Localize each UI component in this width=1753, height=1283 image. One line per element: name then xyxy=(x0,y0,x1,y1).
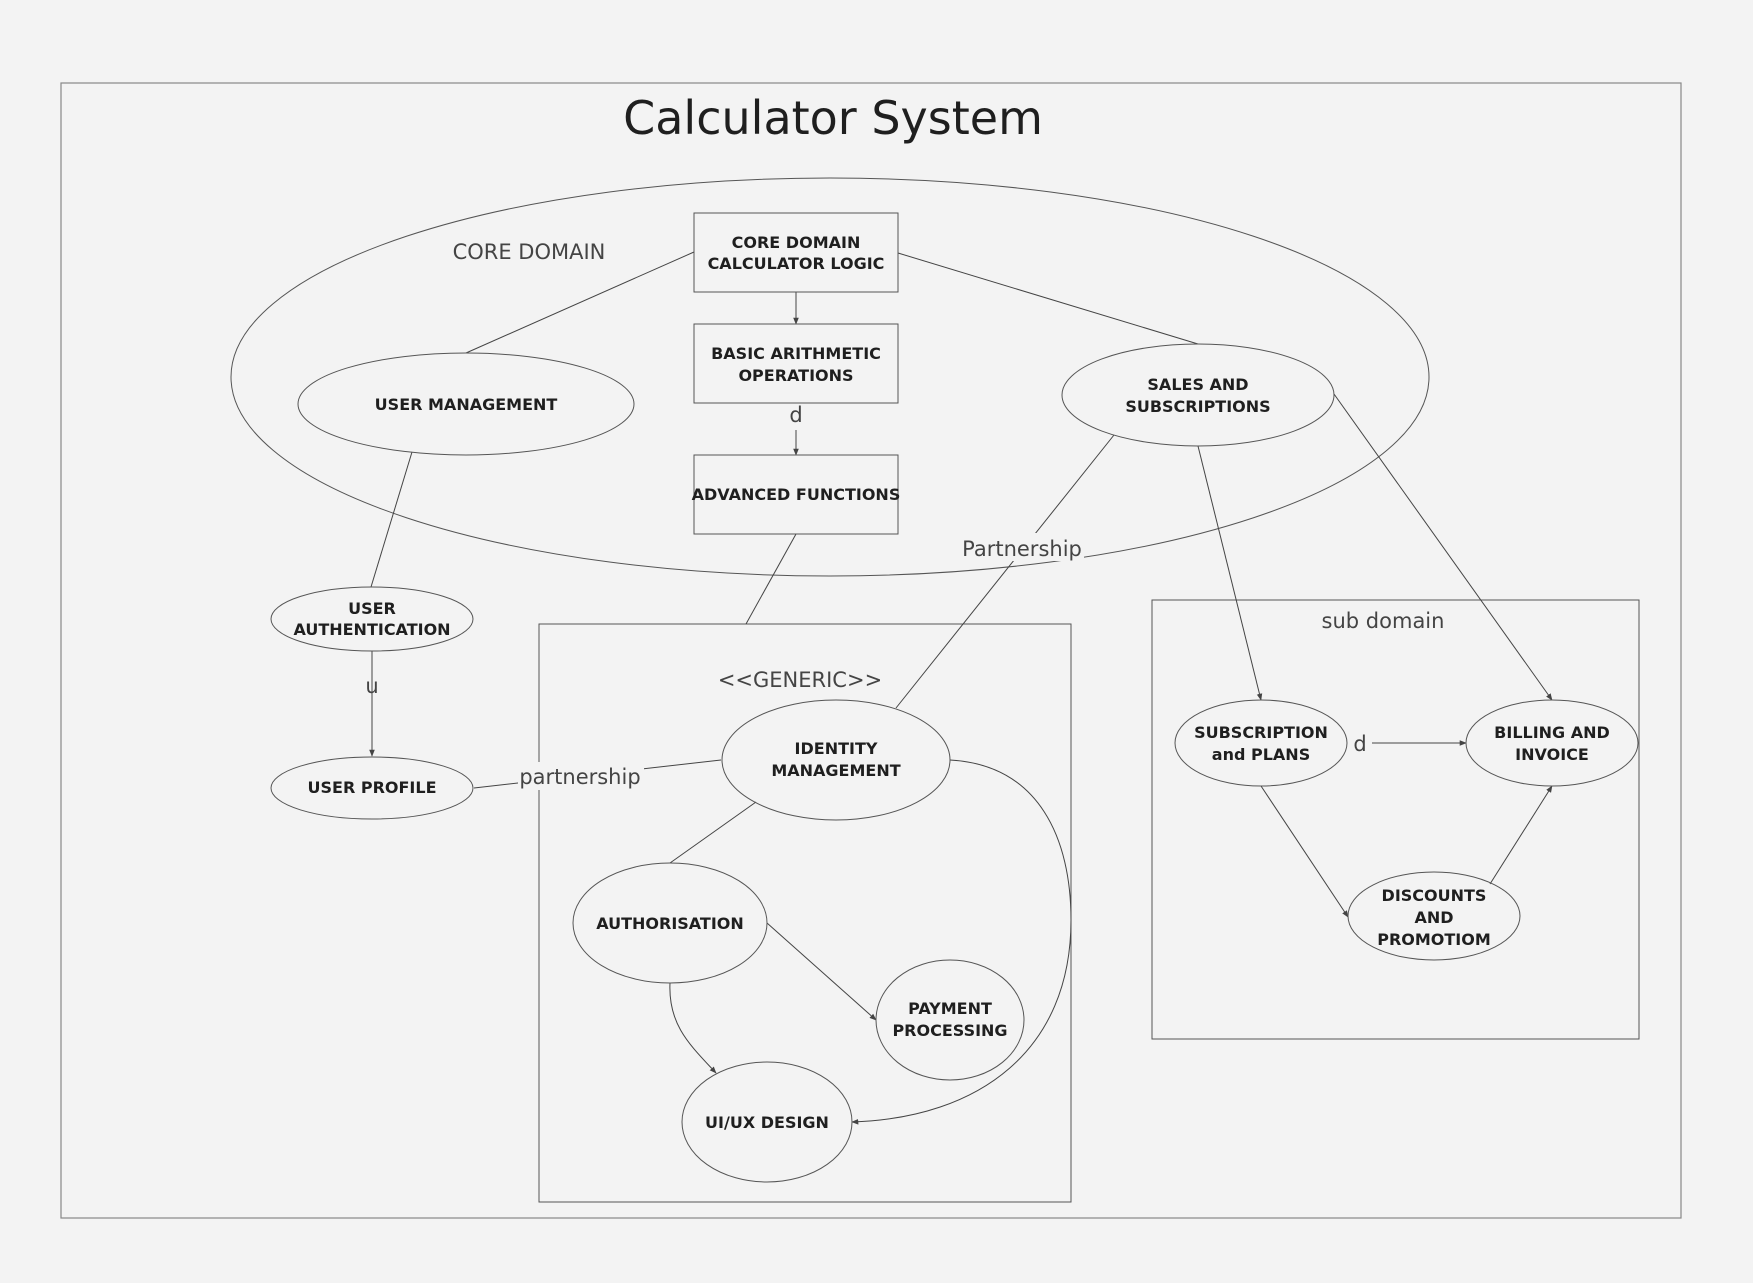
edge-core-to-sales xyxy=(897,252,1199,345)
node-uiux-line-1: UI/UX DESIGN xyxy=(705,1113,829,1132)
node-subscription-and-plans[interactable]: SUBSCRIPTION and PLANS xyxy=(1174,699,1348,787)
node-user-profile-line-1: USER PROFILE xyxy=(308,778,437,797)
node-user-authentication-line-2: AUTHENTICATION xyxy=(293,620,450,639)
edge-identity-to-authorisation xyxy=(669,801,757,864)
node-plans-line-1: SUBSCRIPTION xyxy=(1194,723,1328,742)
node-discounts-line-2: AND xyxy=(1414,908,1453,927)
node-payment-processing[interactable]: PAYMENT PROCESSING xyxy=(875,959,1025,1081)
node-billing-line-1: BILLING AND xyxy=(1494,723,1610,742)
node-billing-and-invoice[interactable]: BILLING AND INVOICE xyxy=(1465,699,1639,787)
node-identity-management[interactable]: IDENTITY MANAGEMENT xyxy=(721,699,951,821)
edge-label-auth-to-profile: u xyxy=(365,674,378,698)
edge-advanced-to-generic xyxy=(745,533,797,625)
node-authorisation-line-1: AUTHORISATION xyxy=(596,914,744,933)
node-ui-ux-design[interactable]: UI/UX DESIGN xyxy=(681,1061,853,1183)
sub-domain-boundary xyxy=(1151,599,1640,1040)
edge-sales-to-identity xyxy=(895,434,1115,709)
node-core-logic-line-2: CALCULATOR LOGIC xyxy=(708,254,885,273)
edge-label-profile-identity: partnership xyxy=(519,765,640,789)
edge-plans-to-discounts xyxy=(1260,785,1349,918)
edge-label-sales-identity: Partnership xyxy=(962,537,1082,561)
core-domain-boundary xyxy=(230,177,1430,577)
edge-authorisation-to-uiux xyxy=(669,982,717,1074)
node-user-management-line-1: USER MANAGEMENT xyxy=(375,395,558,414)
edge-user-management-to-authentication xyxy=(370,451,413,588)
node-sales-and-subscriptions[interactable]: SALES AND SUBSCRIPTIONS xyxy=(1061,343,1335,447)
node-discounts-line-3: PROMOTIOM xyxy=(1377,930,1491,949)
node-sales-line-1: SALES AND xyxy=(1147,375,1248,394)
edge-label-plans-to-billing: d xyxy=(1353,732,1366,756)
node-identity-line-1: IDENTITY xyxy=(795,739,878,758)
node-user-authentication-line-1: USER xyxy=(348,599,396,618)
node-basic-arithmetic-line-1: BASIC ARITHMETIC xyxy=(711,344,881,363)
edge-sales-to-billing xyxy=(1333,393,1553,701)
edge-label-bg-plans-to-billing xyxy=(1350,728,1370,756)
edge-label-bg-sales-identity xyxy=(960,533,1084,561)
node-user-authentication[interactable]: USER AUTHENTICATION xyxy=(270,586,474,652)
edge-authorisation-to-payment xyxy=(766,922,877,1021)
node-discounts-and-promotion[interactable]: DISCOUNTS AND PROMOTIOM xyxy=(1347,871,1521,961)
node-core-domain-calculator-logic[interactable]: CORE DOMAIN CALCULATOR LOGIC xyxy=(693,212,899,293)
node-payment-line-2: PROCESSING xyxy=(892,1021,1007,1040)
edge-label-bg-profile-identity xyxy=(518,762,644,790)
node-plans-line-2: and PLANS xyxy=(1212,745,1310,764)
system-frame xyxy=(60,82,1682,1219)
node-advanced-functions-line-1: ADVANCED FUNCTIONS xyxy=(692,485,901,504)
node-identity-line-2: MANAGEMENT xyxy=(771,761,900,780)
edge-sales-to-subscription-plans xyxy=(1197,445,1263,701)
sub-domain-label: sub domain xyxy=(1322,609,1445,633)
node-authorisation[interactable]: AUTHORISATION xyxy=(572,862,768,984)
node-payment-line-1: PAYMENT xyxy=(908,999,992,1018)
diagram-title: Calculator System xyxy=(623,91,1043,145)
node-basic-arithmetic-line-2: OPERATIONS xyxy=(738,366,853,385)
edge-identity-to-uiux xyxy=(851,759,1072,1125)
edge-label-basic-to-advanced: d xyxy=(789,403,802,427)
node-advanced-functions[interactable]: ADVANCED FUNCTIONS xyxy=(692,454,901,535)
node-sales-line-2: SUBSCRIPTIONS xyxy=(1125,397,1270,416)
node-core-logic-line-1: CORE DOMAIN xyxy=(732,233,861,252)
node-user-management[interactable]: USER MANAGEMENT xyxy=(297,352,635,456)
generic-label: <<GENERIC>> xyxy=(718,668,882,692)
edge-core-to-user-management xyxy=(465,251,695,354)
node-discounts-line-1: DISCOUNTS xyxy=(1382,886,1487,905)
node-billing-line-2: INVOICE xyxy=(1515,745,1589,764)
node-basic-arithmetic-operations[interactable]: BASIC ARITHMETIC OPERATIONS xyxy=(693,323,899,404)
edge-discounts-to-billing xyxy=(1489,785,1553,885)
core-domain-label: CORE DOMAIN xyxy=(453,240,606,264)
node-user-profile[interactable]: USER PROFILE xyxy=(270,756,474,820)
